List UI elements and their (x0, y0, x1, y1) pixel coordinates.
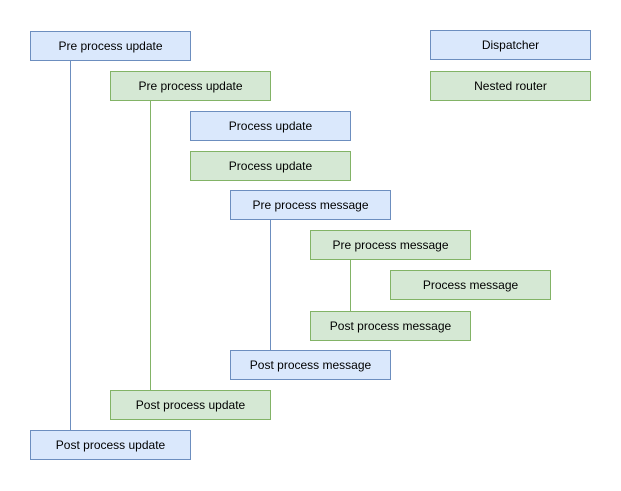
node-pre-process-update-router[interactable]: Pre process update (110, 71, 271, 101)
connector-message-dispatcher (270, 220, 271, 350)
node-post-process-message-router[interactable]: Post process message (310, 311, 471, 341)
legend-nested-router[interactable]: Nested router (430, 71, 591, 101)
node-label: Pre process update (58, 39, 163, 53)
node-label: Pre process message (332, 238, 449, 252)
node-process-message-router[interactable]: Process message (390, 270, 551, 300)
node-process-update-dispatcher[interactable]: Process update (190, 111, 351, 141)
node-label: Post process message (249, 358, 372, 372)
connector-update-dispatcher (70, 60, 71, 430)
node-label: Pre process update (138, 79, 243, 93)
node-process-update-router[interactable]: Process update (190, 151, 351, 181)
node-label: Process update (228, 159, 313, 173)
node-post-process-update-router[interactable]: Post process update (110, 390, 271, 420)
connector-update-nested-router (150, 100, 151, 390)
legend-label: Dispatcher (481, 38, 540, 52)
node-label: Post process update (135, 398, 246, 412)
node-label: Process message (422, 278, 519, 292)
node-label: Process update (228, 119, 313, 133)
connector-message-nested-router (350, 260, 351, 311)
node-label: Post process update (55, 438, 166, 452)
node-pre-process-message-dispatcher[interactable]: Pre process message (230, 190, 391, 220)
legend-dispatcher[interactable]: Dispatcher (430, 30, 591, 60)
node-pre-process-message-router[interactable]: Pre process message (310, 230, 471, 260)
node-post-process-update-dispatcher[interactable]: Post process update (30, 430, 191, 460)
node-label: Post process message (329, 319, 452, 333)
node-label: Pre process message (252, 198, 369, 212)
node-pre-process-update-dispatcher[interactable]: Pre process update (30, 31, 191, 61)
node-post-process-message-dispatcher[interactable]: Post process message (230, 350, 391, 380)
legend-label: Nested router (474, 79, 547, 93)
